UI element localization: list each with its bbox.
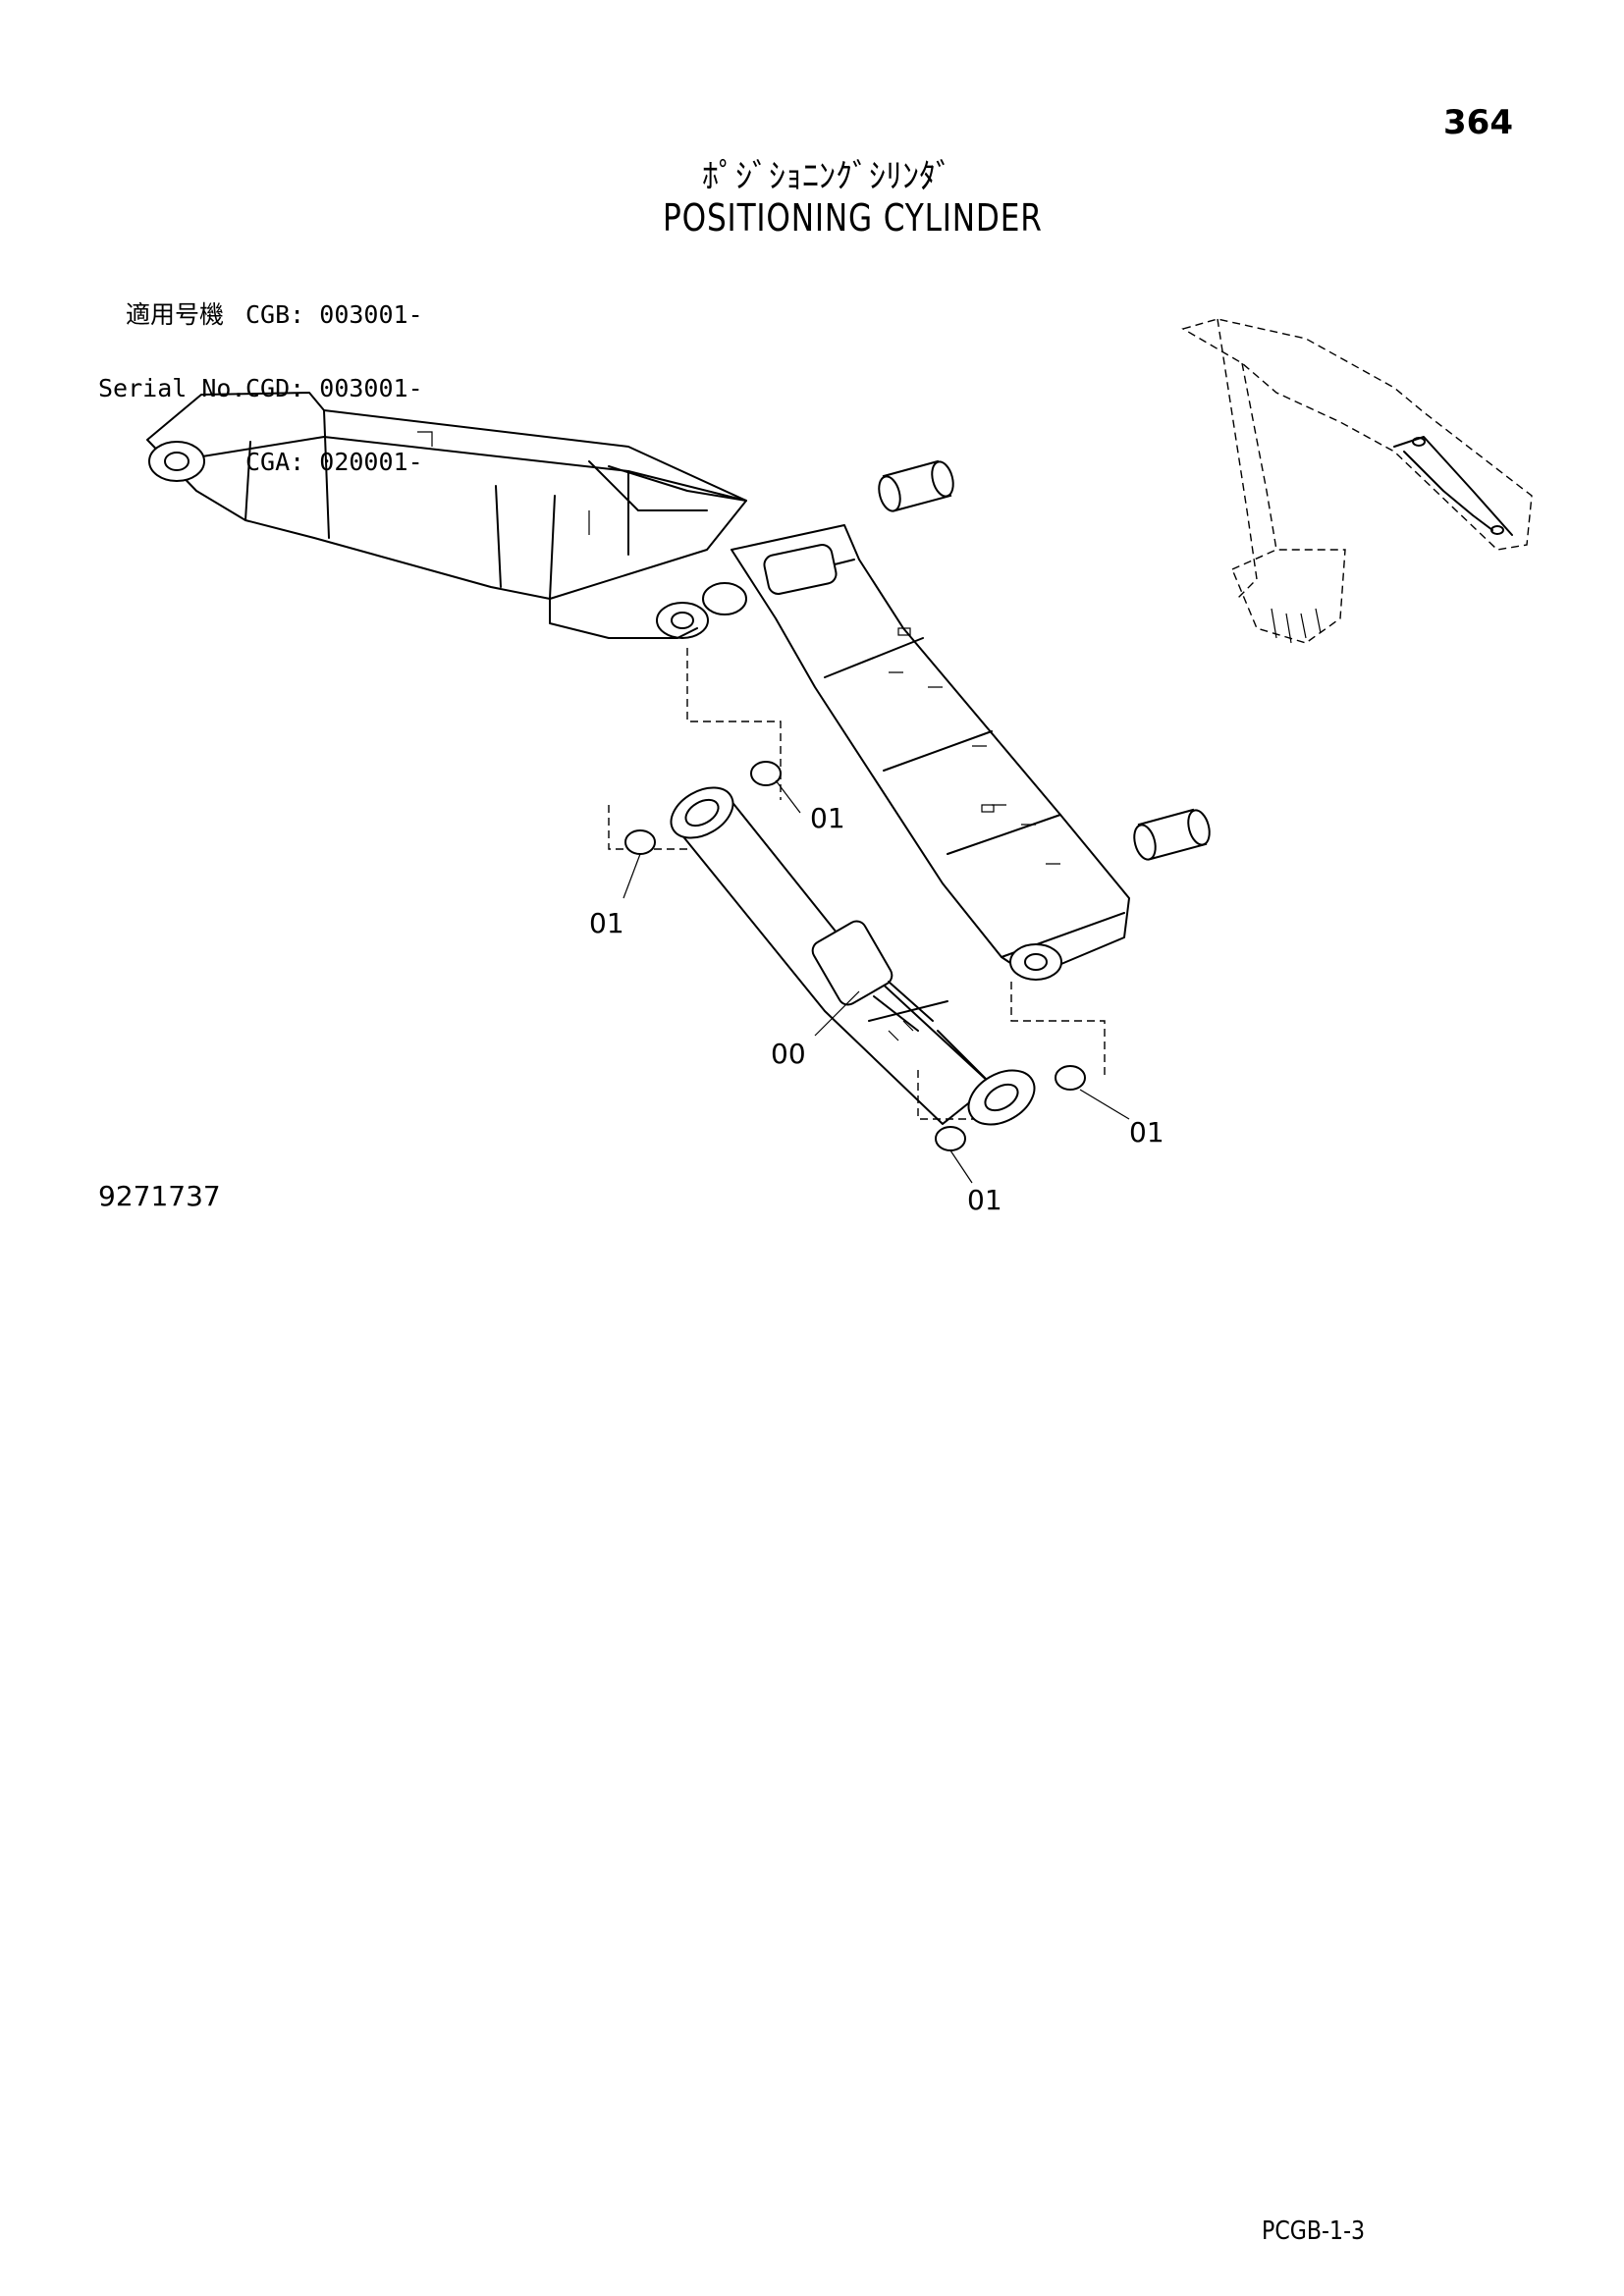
cylinder-eye-bottom <box>967 1069 1036 1126</box>
bushing-illustrations <box>624 761 1086 1151</box>
serial-row: 適用号機 CGB: 003001- <box>98 302 423 327</box>
serial-number-block: 適用号機 CGB: 003001- Serial No. CGD: 003001… <box>98 253 423 499</box>
pin-boss-shape <box>1009 943 1062 981</box>
serial-range: 020001- <box>319 448 423 476</box>
callout-label: 01 <box>810 802 845 834</box>
callout-leaders <box>623 779 1130 1184</box>
serial-label-japanese: 適用号機 <box>125 300 224 329</box>
boom-illustration <box>146 392 747 639</box>
serial-range: 003001- <box>319 374 423 402</box>
callout-label: 01 <box>1129 1116 1164 1148</box>
bushing-shape <box>1055 1065 1086 1091</box>
pin-illustration <box>878 459 1211 861</box>
reference-brackets <box>608 648 1106 1120</box>
cylinder-eye-top <box>670 786 734 839</box>
arm-illustration <box>731 524 1130 981</box>
serial-label: Serial No. <box>98 374 246 402</box>
serial-row: Serial No. CGD: 003001- <box>98 376 423 400</box>
serial-range: 003001- <box>319 300 423 329</box>
bushing-shape <box>624 829 656 855</box>
drawing-number: 9271737 <box>98 1180 221 1212</box>
callout-label: 00 <box>771 1038 806 1070</box>
page-title: POSITIONING CYLINDER <box>663 196 1043 240</box>
serial-model: CGA: <box>245 448 305 476</box>
bushing-shape <box>750 761 782 786</box>
cylinder-illustration <box>670 786 1036 1126</box>
pin-boss-shape <box>702 582 747 615</box>
page-number: 364 <box>1443 103 1513 142</box>
pin-boss-shape <box>656 602 709 639</box>
serial-model: CGD: <box>245 374 305 402</box>
locator-thumbnail <box>1181 318 1533 644</box>
serial-row: CGA: 020001- <box>98 450 423 474</box>
serial-model: CGB: <box>245 300 305 329</box>
pin-boss-shape <box>148 441 205 482</box>
callout-label: 01 <box>589 907 624 939</box>
callout-label: 01 <box>967 1184 1002 1216</box>
bushing-shape <box>935 1126 966 1151</box>
sheet-code: PCGB-1-3 <box>1262 2216 1366 2246</box>
page-title-japanese: ﾎﾟｼﾞｼｮﾆﾝｸﾞｼﾘﾝﾀﾞ <box>702 157 952 196</box>
